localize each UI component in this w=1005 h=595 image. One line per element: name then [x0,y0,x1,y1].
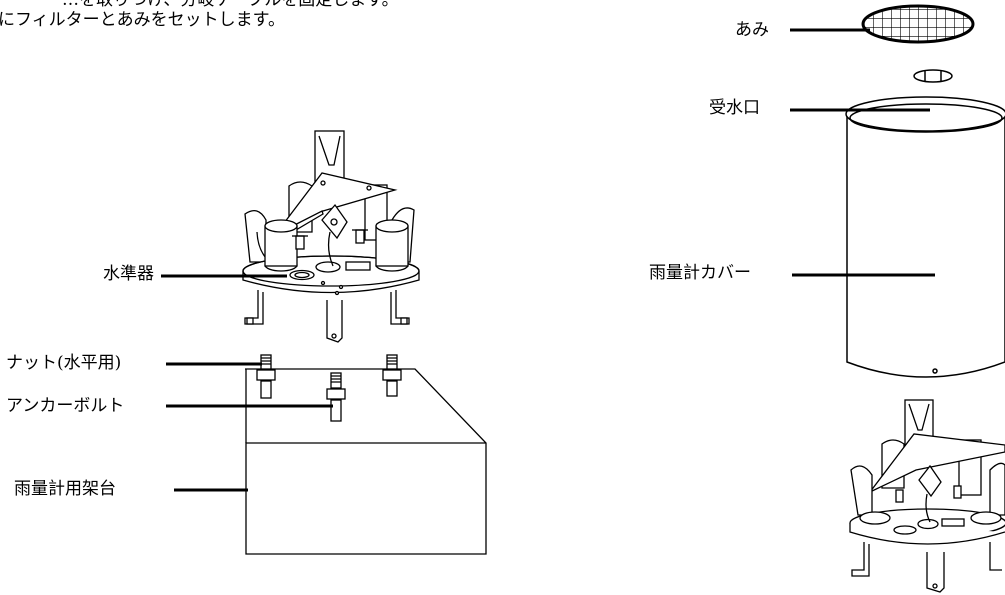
gauge-cover-cylinder [845,96,1005,378]
label-level: 水準器 [103,264,154,284]
intro-line-1: …を取りつけ、分岐ケーブルを固定します。 [62,0,399,10]
label-stand: 雨量計用架台 [14,479,116,499]
leader-lines-left [161,274,333,492]
label-inlet: 受水口 [709,98,760,118]
mesh-net [861,4,975,44]
rain-gauge-mechanism-left [242,130,420,343]
anchor-bolts [256,354,402,422]
label-mesh: あみ [735,20,769,40]
intro-line-2: にフィルターとあみをセットします。 [0,10,285,30]
rain-gauge-mechanism-right [849,399,1005,593]
label-nut: ナット(水平用) [6,353,122,373]
label-anchor-bolt: アンカーボルト [6,396,125,416]
label-cover: 雨量計カバー [649,263,751,283]
stand-box [245,368,487,555]
filter [913,69,953,83]
leader-lines-right [790,28,935,277]
